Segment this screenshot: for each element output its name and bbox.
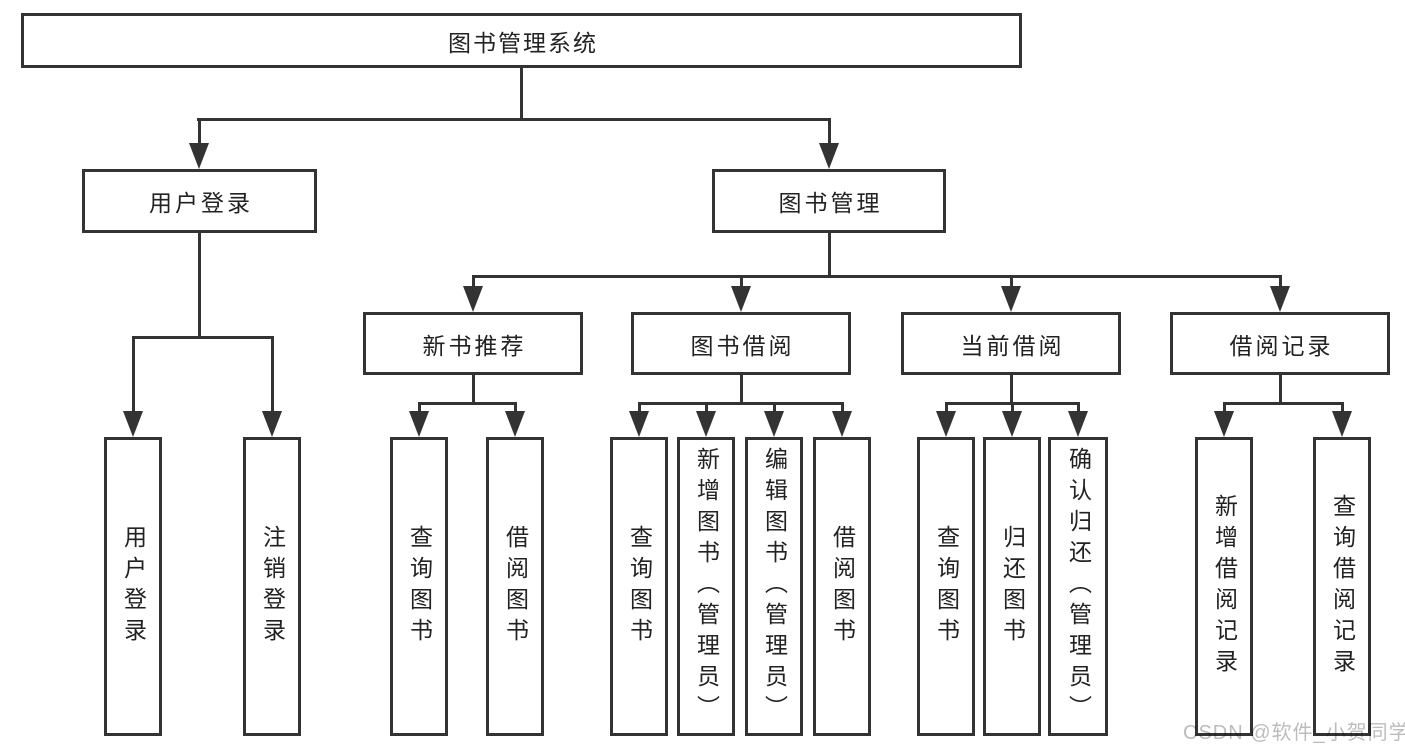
node-book-management: 图书管理 [712,169,946,233]
node-borrow-records: 借阅记录 [1170,312,1390,375]
connector-book-management-stem [828,233,831,277]
leaf-add-borrow-record: 新增借阅记录 [1195,437,1253,736]
node-current-borrow: 当前借阅 [901,312,1121,375]
connector-drop-leaf-user-login [132,336,135,413]
connector-drop [638,402,641,413]
arrowhead-down-icon [463,286,483,312]
arrowhead-down-icon [1332,411,1352,437]
leaf-edit-book-admin: 编辑图书（管理员） [745,437,803,736]
arrowhead-down-icon [696,411,716,437]
leaf-add-borrow-record-label: 新增借阅记录 [1211,493,1238,680]
arrowhead-down-icon [123,411,143,437]
leaf-logout-label: 注销登录 [259,524,286,649]
connector-level2-split [472,275,1282,278]
connector-new-book-split [418,402,517,405]
leaf-user-login-label: 用户登录 [120,524,147,649]
connector-user-login-split [132,336,274,339]
connector-drop [1011,402,1014,413]
leaf-logout: 注销登录 [243,437,301,736]
arrowhead-down-icon [819,143,839,169]
connector-drop-book-borrow [740,275,743,288]
leaf-add-book-admin: 新增图书（管理员） [677,437,735,736]
connector-current-borrow-stem [1010,375,1013,404]
leaf-add-book-admin-label: 新增图书（管理员） [693,447,720,726]
node-user-login: 用户登录 [82,169,317,233]
leaf-borrow-books-recommend: 借阅图书 [486,437,544,736]
node-new-book-recommend: 新书推荐 [363,312,583,375]
leaf-query-books-current: 查询图书 [917,437,975,736]
connector-new-book-stem [472,375,475,404]
leaf-query-borrow-record: 查询借阅记录 [1313,437,1371,736]
node-root: 图书管理系统 [21,13,1022,68]
leaf-confirm-return-admin: 确认归还（管理员） [1048,437,1108,736]
connector-drop [841,402,844,413]
connector-drop-current-borrow [1010,275,1013,288]
connector-drop-book-management [828,118,831,145]
connector-drop [945,402,948,413]
arrowhead-down-icon [1270,286,1290,312]
watermark: CSDN @软件_小贺同学 [1183,722,1405,744]
connector-drop [1341,402,1344,413]
leaf-user-login: 用户登录 [104,437,162,736]
connector-level1-split [197,118,831,121]
connector-drop-leaf-logout [271,336,274,413]
connector-drop [705,402,708,413]
connector-root-stem [520,68,523,120]
connector-drop-borrow-records [1279,275,1282,288]
arrowhead-down-icon [1068,411,1088,437]
arrowhead-down-icon [262,411,282,437]
arrowhead-down-icon [936,411,956,437]
arrowhead-down-icon [189,143,209,169]
leaf-return-book: 归还图书 [983,437,1041,736]
leaf-query-borrow-record-label: 查询借阅记录 [1329,493,1356,680]
arrowhead-down-icon [505,411,525,437]
arrowhead-down-icon [629,411,649,437]
arrowhead-down-icon [409,411,429,437]
leaf-borrow-books-recommend-label: 借阅图书 [502,524,529,649]
leaf-borrow-books-label: 借阅图书 [829,524,856,649]
arrowhead-down-icon [1002,411,1022,437]
connector-drop [1223,402,1226,413]
leaf-return-book-label: 归还图书 [999,524,1026,649]
connector-book-borrow-stem [740,375,743,404]
arrowhead-down-icon [764,411,784,437]
node-book-borrow: 图书借阅 [631,312,851,375]
connector-drop [1077,402,1080,413]
connector-book-borrow-split [638,402,844,405]
connector-user-login-stem [198,233,201,338]
arrowhead-down-icon [832,411,852,437]
leaf-edit-book-admin-label: 编辑图书（管理员） [761,447,788,726]
connector-drop [773,402,776,413]
connector-drop-new-book [472,275,475,288]
leaf-query-books-recommend: 查询图书 [390,437,448,736]
connector-drop-user-login [198,118,201,145]
connector-drop [514,402,517,413]
arrowhead-down-icon [1001,286,1021,312]
leaf-borrow-books: 借阅图书 [813,437,871,736]
arrowhead-down-icon [731,286,751,312]
leaf-query-books-borrow-label: 查询图书 [626,524,653,649]
leaf-query-books-borrow: 查询图书 [610,437,668,736]
connector-borrow-records-split [1223,402,1344,405]
connector-borrow-records-stem [1279,375,1282,404]
leaf-query-books-current-label: 查询图书 [933,524,960,649]
leaf-query-books-recommend-label: 查询图书 [406,524,433,649]
connector-drop [418,402,421,413]
leaf-confirm-return-admin-label: 确认归还（管理员） [1065,447,1092,726]
arrowhead-down-icon [1214,411,1234,437]
